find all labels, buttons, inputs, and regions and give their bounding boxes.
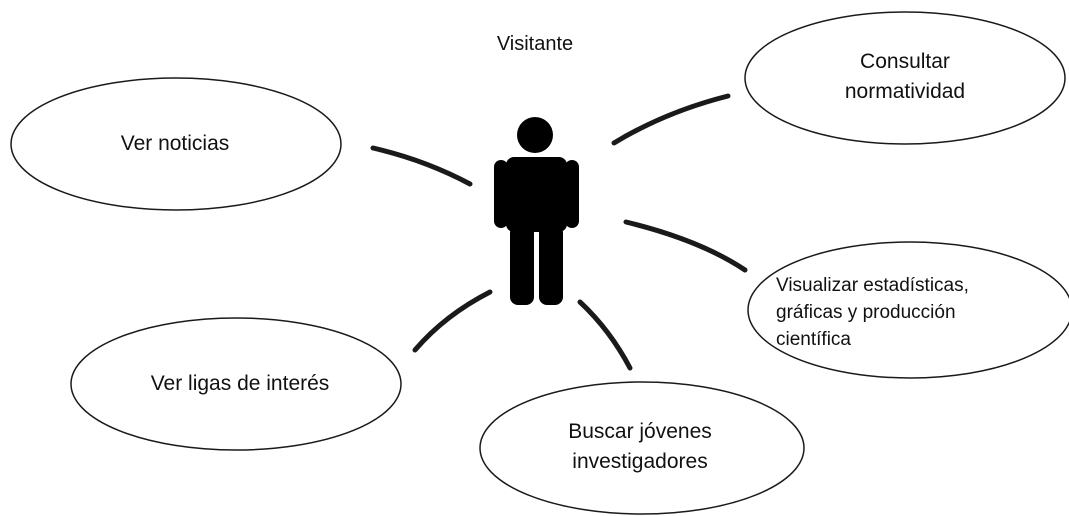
actor-head bbox=[517, 117, 553, 153]
actor-right-leg bbox=[539, 225, 563, 305]
use-case-ver-ligas: Ver ligas de interés bbox=[120, 364, 360, 404]
use-case-consultar-normatividad: Consultar normatividad bbox=[790, 45, 1020, 109]
line-ver-ligas bbox=[412, 289, 493, 353]
use-case-ver-noticias: Ver noticias bbox=[60, 124, 290, 164]
ellipse-ver-noticias bbox=[10, 77, 342, 211]
line-visualizar-estadisticas bbox=[623, 219, 748, 273]
line-consultar-normatividad bbox=[611, 93, 731, 146]
actor-label: Visitante bbox=[496, 33, 574, 55]
actor-left-leg bbox=[510, 225, 534, 305]
use-case-label: Visualizar estadísticas, gráficas y prod… bbox=[776, 274, 969, 350]
actor-right-arm bbox=[565, 160, 579, 228]
line-buscar-jovenes bbox=[577, 299, 633, 371]
use-case-ellipses bbox=[10, 11, 1069, 515]
use-case-visualizar-estadisticas: Visualizar estadísticas, gráficas y prod… bbox=[776, 270, 1046, 354]
use-case-label: Ver noticias bbox=[120, 132, 230, 155]
use-case-label: Consultar normatividad bbox=[844, 50, 966, 103]
use-case-label: Buscar jóvenes investigadores bbox=[568, 420, 712, 473]
ellipse-visualizar-estadisticas bbox=[747, 241, 1069, 379]
ellipse-consultar-normatividad bbox=[744, 11, 1066, 145]
ellipse-ver-ligas bbox=[70, 317, 402, 451]
actor-left-arm bbox=[494, 160, 508, 228]
actor-torso bbox=[506, 157, 567, 232]
line-ver-noticias bbox=[370, 145, 473, 187]
use-case-buscar-jovenes: Buscar jóvenes investigadores bbox=[530, 415, 750, 479]
association-lines bbox=[370, 93, 748, 371]
ellipse-buscar-jovenes bbox=[479, 381, 805, 515]
actor-figure bbox=[494, 117, 579, 305]
use-case-label: Ver ligas de interés bbox=[150, 372, 330, 395]
